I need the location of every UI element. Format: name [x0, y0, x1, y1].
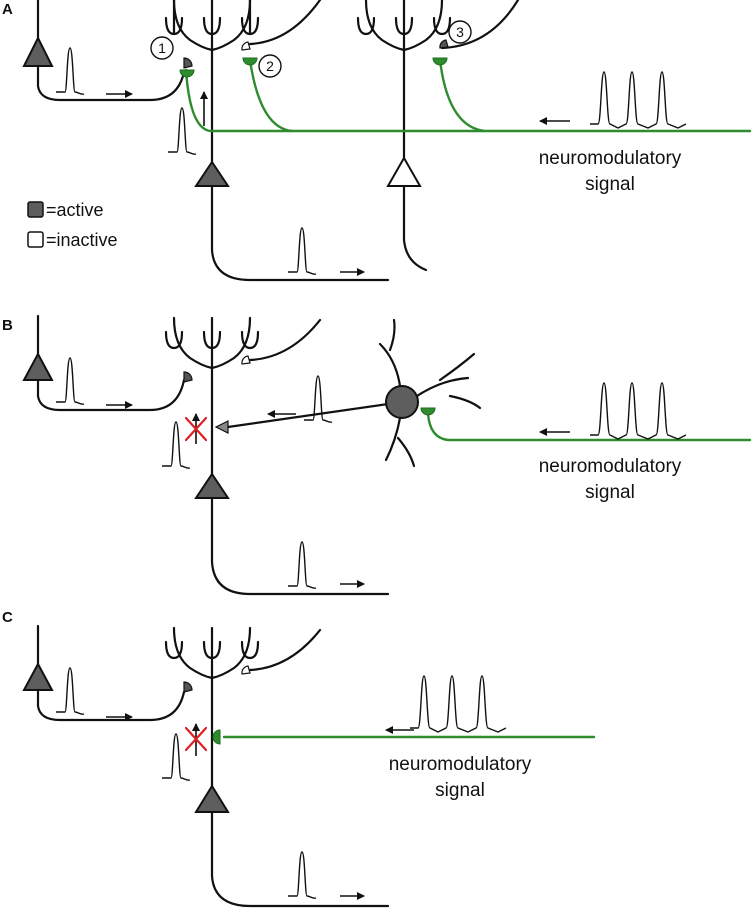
presynaptic-axon: [36, 688, 186, 722]
signal-label-line1: neuromodulatory: [539, 148, 682, 169]
synapse-1: [183, 371, 193, 383]
postsynaptic-neuron-inactive: [356, 0, 520, 272]
synapse-2: [241, 355, 251, 365]
legend-inactive-swatch: [27, 231, 44, 248]
epsp-spike: [167, 107, 197, 155]
output-spike: [287, 851, 317, 899]
modulatory-terminal-3: [432, 57, 448, 66]
modulatory-terminal: [212, 729, 221, 745]
postsynaptic-neuron-active: [164, 626, 390, 908]
synapse-2: [241, 665, 251, 675]
panel-label-c: C: [2, 609, 13, 626]
neuromodulatory-branch-3: [438, 58, 486, 133]
synapse-3: [439, 39, 449, 49]
output-spike: [287, 227, 317, 275]
signal-label-line2: signal: [585, 482, 635, 503]
output-spike: [287, 541, 317, 589]
presynaptic-soma-active: [22, 351, 54, 381]
neuromodulatory-fiber: [184, 68, 752, 133]
synapse-1: [183, 57, 193, 69]
modulatory-terminal-1: [179, 69, 195, 78]
legend-active-swatch: [27, 201, 44, 218]
spike-train: [589, 382, 687, 440]
presynaptic-axon: [36, 378, 186, 412]
presynaptic-soma-active: [22, 35, 54, 67]
panel-c: C neuromodulatory signal: [2, 609, 596, 908]
action-potential: [55, 357, 85, 405]
synapse-number-2: [258, 54, 282, 78]
synapse-number-1: [150, 36, 174, 60]
action-potential: [55, 47, 85, 95]
postsynaptic-neuron-active: [164, 0, 390, 282]
presynaptic-soma-active: [22, 661, 54, 691]
presynaptic-axon: [36, 64, 186, 102]
legend-inactive-label: =inactive: [46, 230, 118, 250]
synapse-number-1-label: 1: [158, 40, 166, 56]
modulatory-terminal-2: [242, 57, 258, 66]
synapse-number-3: [448, 20, 472, 44]
epsp-spike: [161, 421, 191, 469]
modulatory-terminal: [420, 407, 436, 416]
synapse-2: [241, 41, 251, 51]
synapse-number-2-label: 2: [266, 58, 274, 74]
signal-label-line1: neuromodulatory: [539, 456, 682, 477]
neuromodulatory-branch-2: [248, 58, 294, 133]
panel-a: A 1 2 3: [2, 0, 752, 282]
panel-label-b: B: [2, 317, 13, 334]
synapse-number-3-label: 3: [456, 24, 464, 40]
signal-label-line2: signal: [585, 174, 635, 195]
spike-train: [409, 675, 507, 733]
spike-train: [589, 71, 687, 129]
epsp-spike: [161, 733, 191, 781]
panel-b: B: [2, 314, 752, 596]
synapse-1: [183, 681, 193, 693]
interneuron: [214, 318, 482, 468]
blocked-cross-2: [184, 726, 208, 752]
postsynaptic-neuron-active: [164, 316, 390, 596]
legend-active-label: =active: [46, 200, 104, 220]
signal-label-line2: signal: [435, 780, 485, 801]
blocked-cross-2: [184, 416, 208, 442]
signal-label-line1: neuromodulatory: [389, 754, 532, 775]
action-potential: [55, 667, 85, 715]
panel-label-a: A: [2, 1, 13, 18]
neuromodulatory-fiber: [426, 412, 752, 442]
